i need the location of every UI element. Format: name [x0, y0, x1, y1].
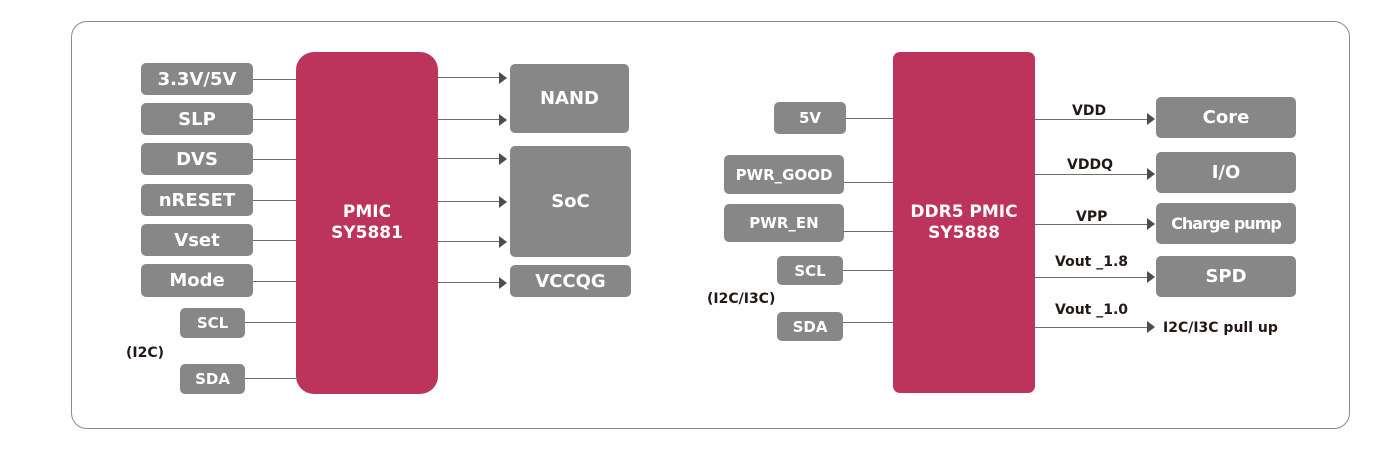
rail-line	[1035, 119, 1148, 120]
rail-line	[1035, 224, 1148, 225]
input-label: PWR_GOOD	[735, 165, 833, 184]
input-label: SDA	[792, 317, 828, 336]
arrow-icon	[1147, 321, 1155, 333]
connector-line	[245, 322, 296, 323]
target-box-charge-pump: Charge pump	[1156, 203, 1296, 244]
target-box-io: I/O	[1156, 152, 1296, 193]
arrow-icon	[1147, 168, 1155, 180]
input-box-dvs: DVS	[141, 143, 253, 175]
target-label: Charge pump	[1171, 214, 1282, 233]
rail-label-vout-1-8: Vout _1.8	[1055, 254, 1129, 270]
output-line	[438, 77, 500, 78]
input-label: nRESET	[158, 189, 236, 211]
connector-line	[253, 200, 296, 201]
output-box-nand: NAND	[510, 64, 629, 133]
connector-line	[843, 270, 893, 271]
rail-label-vddq: VDDQ	[1067, 157, 1113, 173]
diagram-frame	[71, 21, 1350, 429]
rail-line	[1035, 277, 1148, 278]
input-box-sda: SDA	[777, 312, 843, 341]
target-label-i2c-i3c-pull-up: I2C/I3C pull up	[1163, 320, 1278, 336]
output-box-vccqg: VCCQG	[510, 265, 631, 297]
connector-line	[253, 79, 296, 80]
input-label: SCL	[794, 261, 826, 280]
output-box-soc: SoC	[510, 146, 631, 257]
connector-line	[844, 231, 893, 232]
input-box-pwr-good: PWR_GOOD	[724, 155, 844, 194]
input-box-slp: SLP	[141, 103, 253, 135]
output-label: VCCQG	[535, 270, 606, 292]
arrow-icon	[499, 236, 507, 248]
input-label: SDA	[195, 370, 230, 388]
rail-label-vpp: VPP	[1076, 209, 1108, 225]
input-label: 5V	[798, 109, 822, 127]
input-box-vset: Vset	[141, 224, 253, 256]
arrow-icon	[499, 153, 507, 165]
target-label: I/O	[1211, 162, 1241, 183]
output-line	[438, 158, 500, 159]
output-label: NAND	[539, 88, 599, 109]
connector-line	[844, 182, 893, 183]
rail-line	[1035, 174, 1148, 175]
input-label: DVS	[176, 148, 218, 170]
arrow-icon	[1147, 271, 1155, 283]
rail-label-vdd: VDD	[1072, 103, 1107, 119]
output-line	[438, 201, 500, 202]
input-box-scl: SCL	[777, 256, 843, 285]
arrow-icon	[499, 114, 507, 126]
input-label: PWR_EN	[749, 214, 819, 232]
connector-line	[253, 159, 296, 160]
input-box-5v: 5V	[774, 102, 846, 134]
input-label: SCL	[196, 314, 229, 332]
arrow-icon	[1147, 218, 1155, 230]
pmic-sy5881-chip: PMIC SY5881	[296, 52, 438, 394]
i2c-bus-label: (I2C)	[126, 345, 165, 361]
connector-line	[846, 118, 893, 119]
connector-line	[253, 281, 296, 282]
input-label: Mode	[169, 270, 225, 291]
input-box-3v3-5v: 3.3V/5V	[141, 63, 253, 95]
input-label: SLP	[178, 108, 216, 130]
output-line	[438, 282, 500, 283]
output-label: SoC	[551, 191, 590, 212]
connector-line	[253, 119, 296, 120]
target-label: SPD	[1205, 266, 1247, 287]
arrow-icon	[499, 196, 507, 208]
input-box-sda: SDA	[180, 364, 245, 394]
chip-model: SY5888	[928, 222, 1000, 243]
arrow-icon	[1147, 113, 1155, 125]
input-box-pwr-en: PWR_EN	[724, 204, 844, 242]
i2c-i3c-bus-label: (I2C/I3C)	[707, 291, 776, 307]
rail-label-vout-1-0: Vout _1.0	[1055, 302, 1129, 318]
arrow-icon	[499, 277, 507, 289]
connector-line	[253, 240, 296, 241]
input-box-scl: SCL	[180, 308, 245, 338]
output-line	[438, 119, 500, 120]
input-label: Vset	[174, 229, 220, 251]
target-label: Core	[1202, 107, 1250, 128]
connector-line	[245, 378, 296, 379]
output-line	[438, 241, 500, 242]
ddr5-pmic-sy5888-chip: DDR5 PMIC SY5888	[893, 52, 1035, 393]
arrow-icon	[499, 72, 507, 84]
input-label: 3.3V/5V	[157, 68, 237, 90]
chip-name: PMIC	[342, 202, 392, 222]
connector-line	[843, 322, 893, 323]
target-box-core: Core	[1156, 97, 1296, 138]
input-box-nreset: nRESET	[141, 184, 253, 216]
chip-name: DDR5 PMIC	[910, 201, 1018, 222]
target-box-spd: SPD	[1156, 256, 1296, 297]
chip-model: SY5881	[331, 223, 403, 243]
rail-line	[1035, 327, 1148, 328]
input-box-mode: Mode	[141, 264, 253, 297]
